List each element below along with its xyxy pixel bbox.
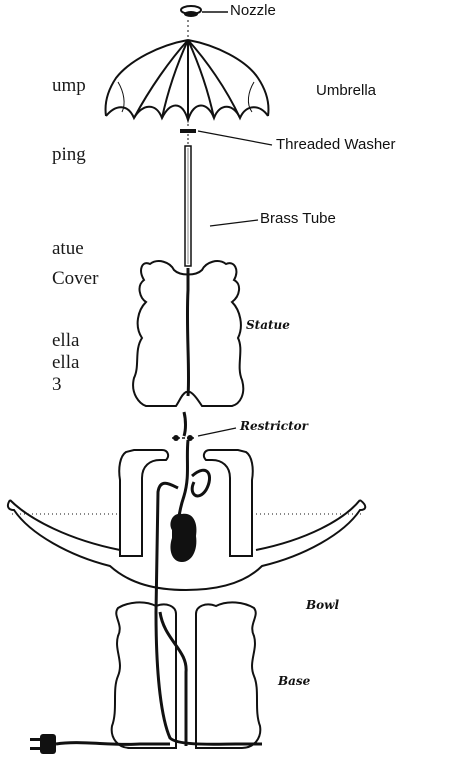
brass-tube-leader-line — [210, 220, 258, 226]
umbrella-label: Umbrella — [316, 82, 376, 99]
nozzle-label: Nozzle — [230, 2, 276, 19]
base-label: Base — [278, 674, 310, 688]
threaded-washer-label: Threaded Washer — [276, 136, 396, 153]
side-text-fragment: Cover — [52, 268, 98, 290]
bowl-label: Bowl — [306, 598, 339, 612]
restrictor-part — [172, 412, 194, 441]
restrictor-leader-line — [198, 428, 236, 436]
nozzle-part — [181, 6, 201, 17]
side-text-fragment: 3 — [52, 374, 62, 396]
side-text-fragment: ella — [52, 352, 79, 374]
washer-leader-line — [198, 131, 272, 145]
side-text-fragment: atue — [52, 238, 84, 260]
statue-label: Statue — [246, 318, 290, 332]
brass-tube-part — [185, 146, 191, 266]
restrictor-label: Restrictor — [240, 419, 308, 433]
threaded-washer-part — [180, 129, 196, 133]
side-text-fragment: ella — [52, 330, 79, 352]
plug-icon — [30, 734, 170, 754]
umbrella-part — [105, 40, 268, 120]
side-text-fragment: ump — [52, 75, 86, 97]
brass-tube-label: Brass Tube — [260, 210, 336, 227]
side-text-fragment: ping — [52, 144, 86, 166]
statue-internal-tube — [187, 268, 188, 396]
